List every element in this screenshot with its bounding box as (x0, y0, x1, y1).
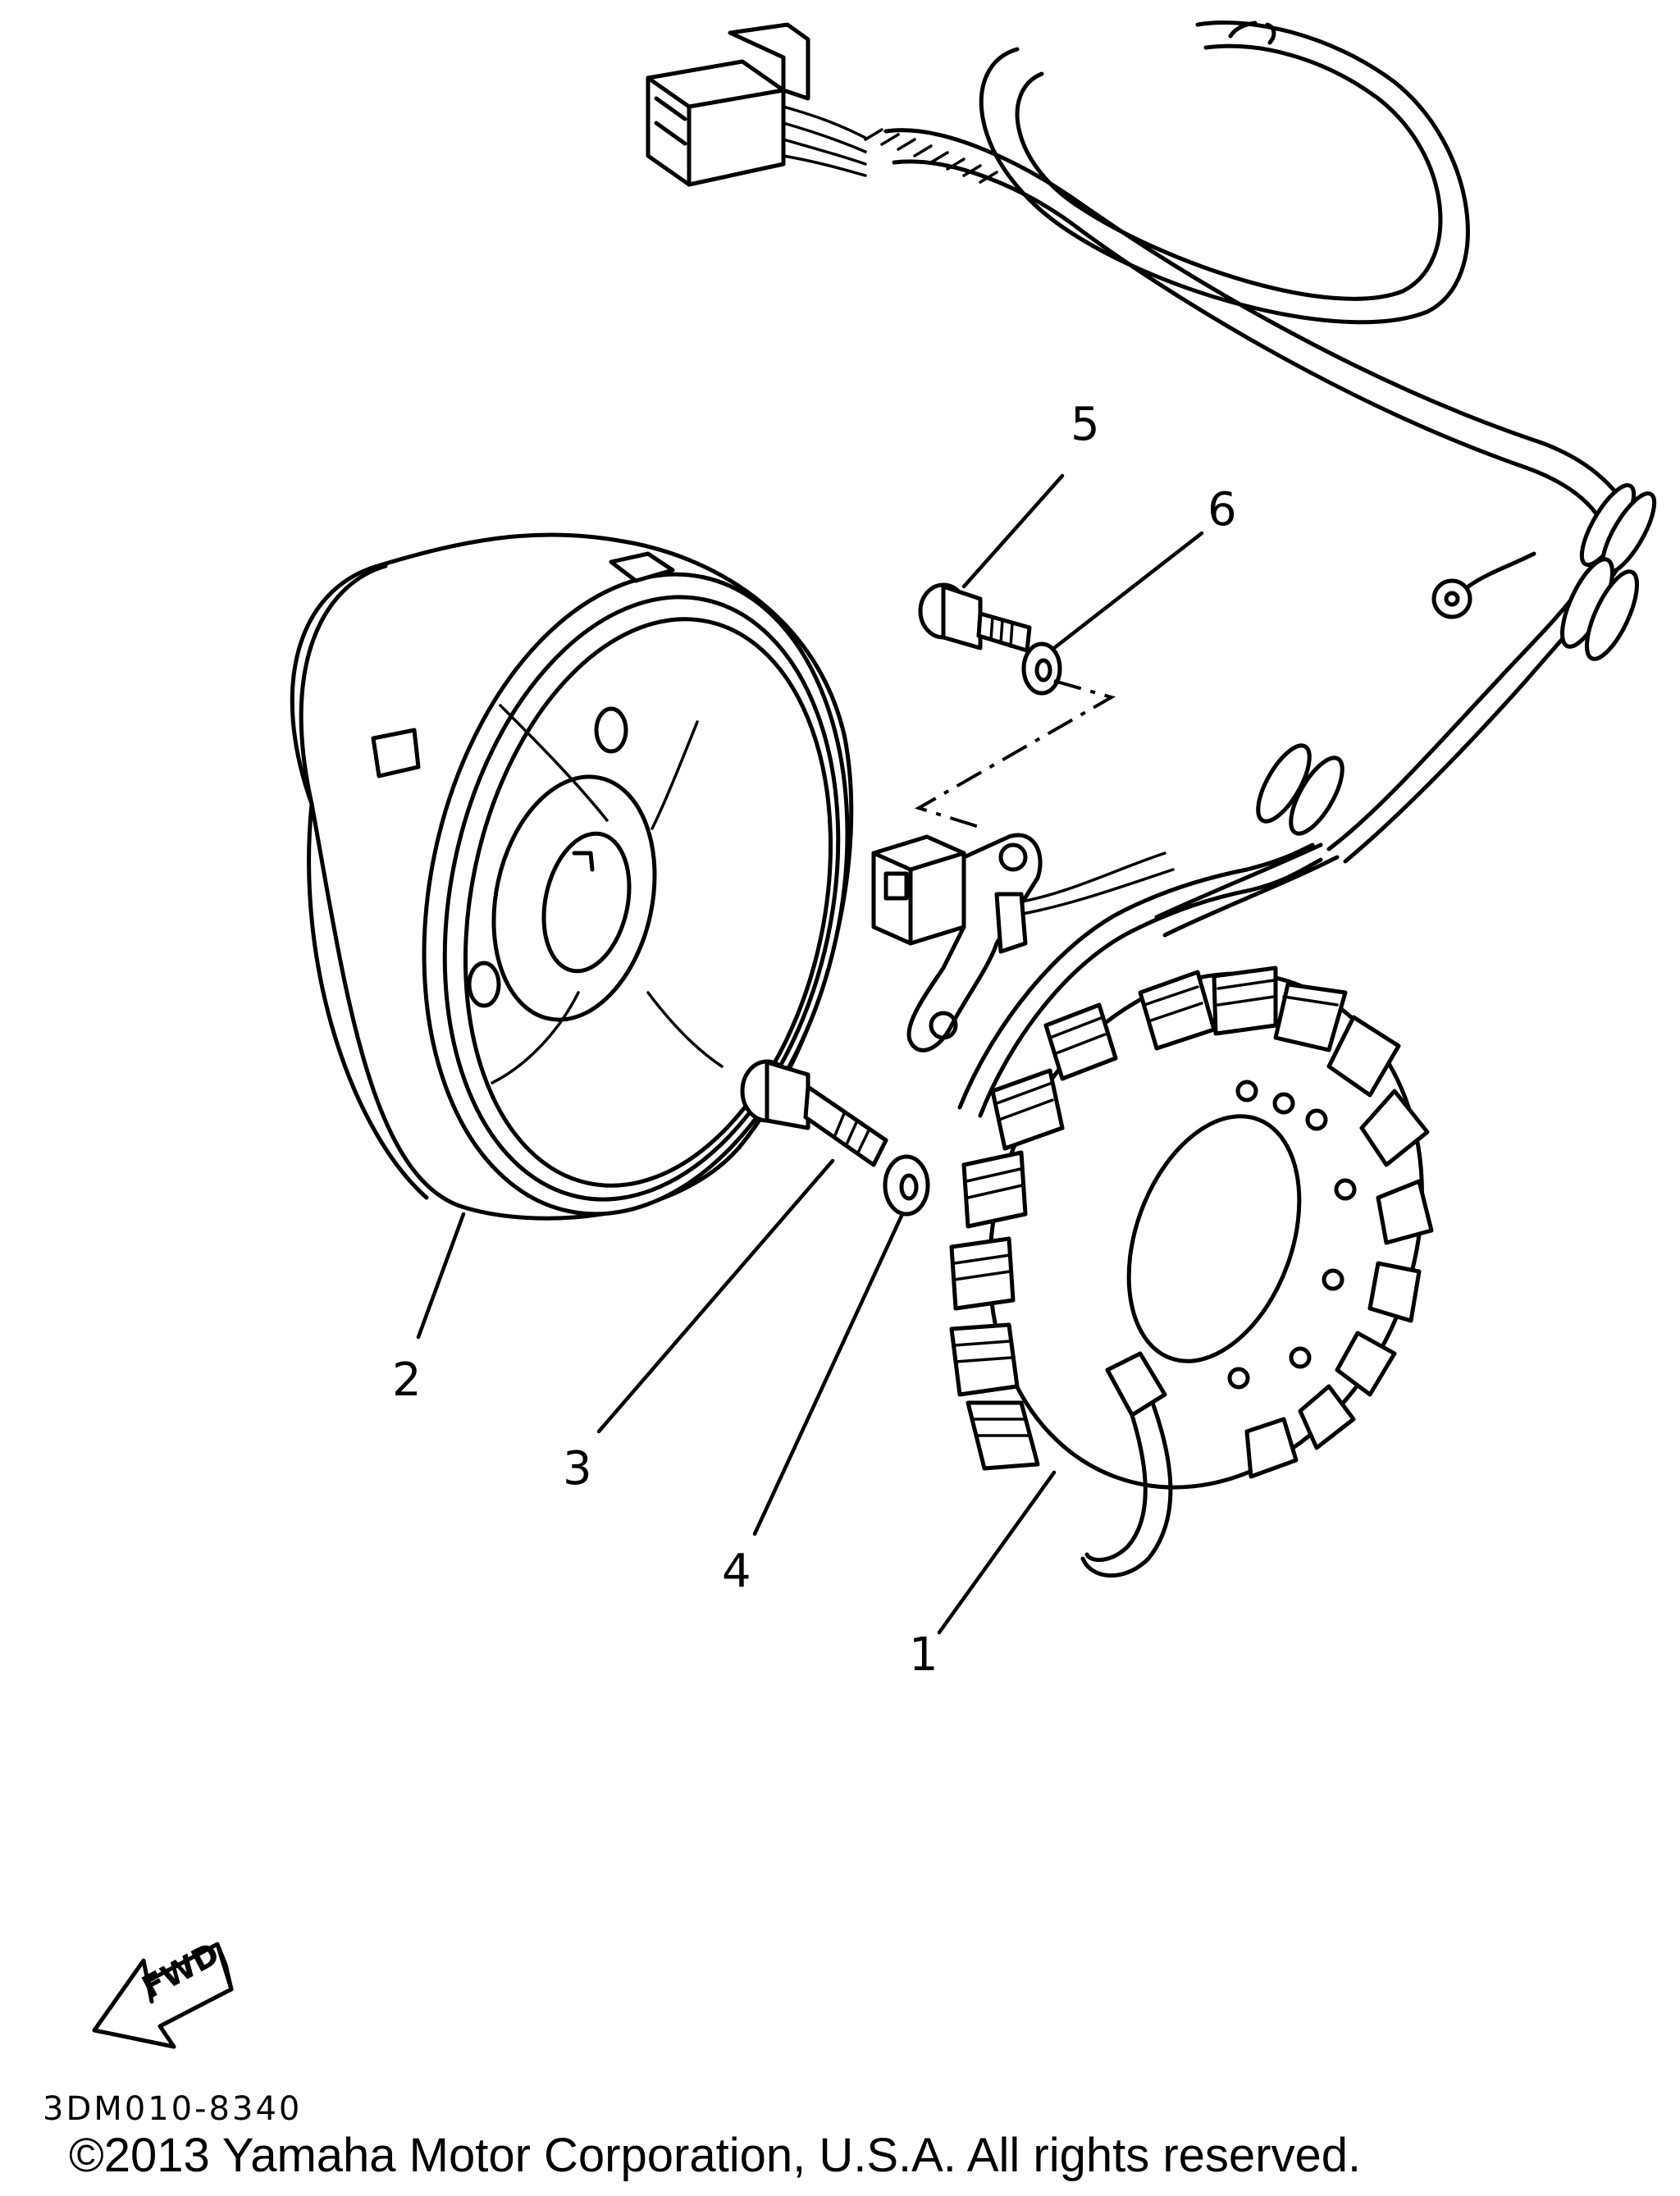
pickup-coil (871, 833, 1175, 1052)
leader-5 (961, 473, 1065, 589)
leader-2 (416, 1212, 466, 1340)
callout-3: 3 (563, 1442, 592, 1495)
callout-4: 4 (722, 1545, 751, 1598)
leader-lines (416, 473, 1204, 1635)
coupler-connector (646, 22, 867, 187)
harness-grommets (1256, 483, 1657, 836)
flywheel-rotor (290, 532, 854, 1221)
leader-3 (596, 1158, 835, 1434)
leader-1 (937, 1470, 1057, 1635)
callout-1: 1 (909, 1628, 938, 1682)
copyright-notice: ©2013 Yamaha Motor Corporation, U.S.A. A… (69, 2129, 1362, 2182)
diagram-code: 3DM010-8340 (43, 2090, 303, 2128)
bolt-5 (918, 582, 1032, 653)
washer-6 (1021, 641, 1062, 696)
callout-2: 2 (392, 1354, 422, 1407)
assembly-line-pickup (915, 679, 1116, 830)
callout-5: 5 (1071, 398, 1100, 451)
bolt-3 (740, 1059, 888, 1167)
leader-6 (1052, 531, 1204, 651)
fwd-arrow-icon (92, 1942, 234, 2049)
callout-6: 6 (1208, 483, 1237, 536)
wire-harness (864, 21, 1643, 938)
stator-assembly (949, 842, 1434, 1578)
washer-4 (883, 1154, 930, 1217)
leader-4 (752, 1212, 905, 1536)
